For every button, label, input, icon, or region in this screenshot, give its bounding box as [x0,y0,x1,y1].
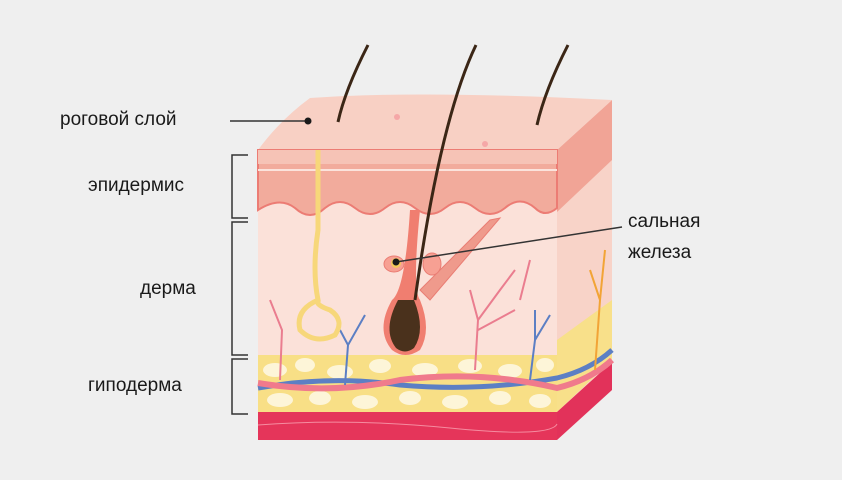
hair-bulb [389,300,420,352]
nerve [589,249,606,371]
pointer-dot [392,258,400,266]
hair-shaft [413,44,478,301]
epidermis-layer [257,149,558,216]
label-dermis: дерма [140,278,196,299]
pores [394,114,488,147]
label-sebaceous-gland-line1: сальная [628,211,701,232]
veins-small [339,310,551,386]
pointer-dot [304,117,312,125]
hair [535,44,570,126]
brackets [230,120,623,415]
epidermis-upper-band [258,150,557,164]
label-stratum-corneum: роговой слой [60,109,177,130]
hair [336,44,370,123]
stratum-corneum-surface [258,94,612,150]
label-sebaceous-gland-line2: железа [628,242,692,263]
artery [257,357,615,392]
label-epidermis: эпидермис [88,175,184,196]
arrector-pili-muscle [419,217,502,301]
label-hypodermis: гиподерма [88,375,182,396]
sweat-gland [296,150,342,342]
capillaries [269,259,531,381]
vein [257,348,614,391]
muscle-layer [258,412,557,440]
